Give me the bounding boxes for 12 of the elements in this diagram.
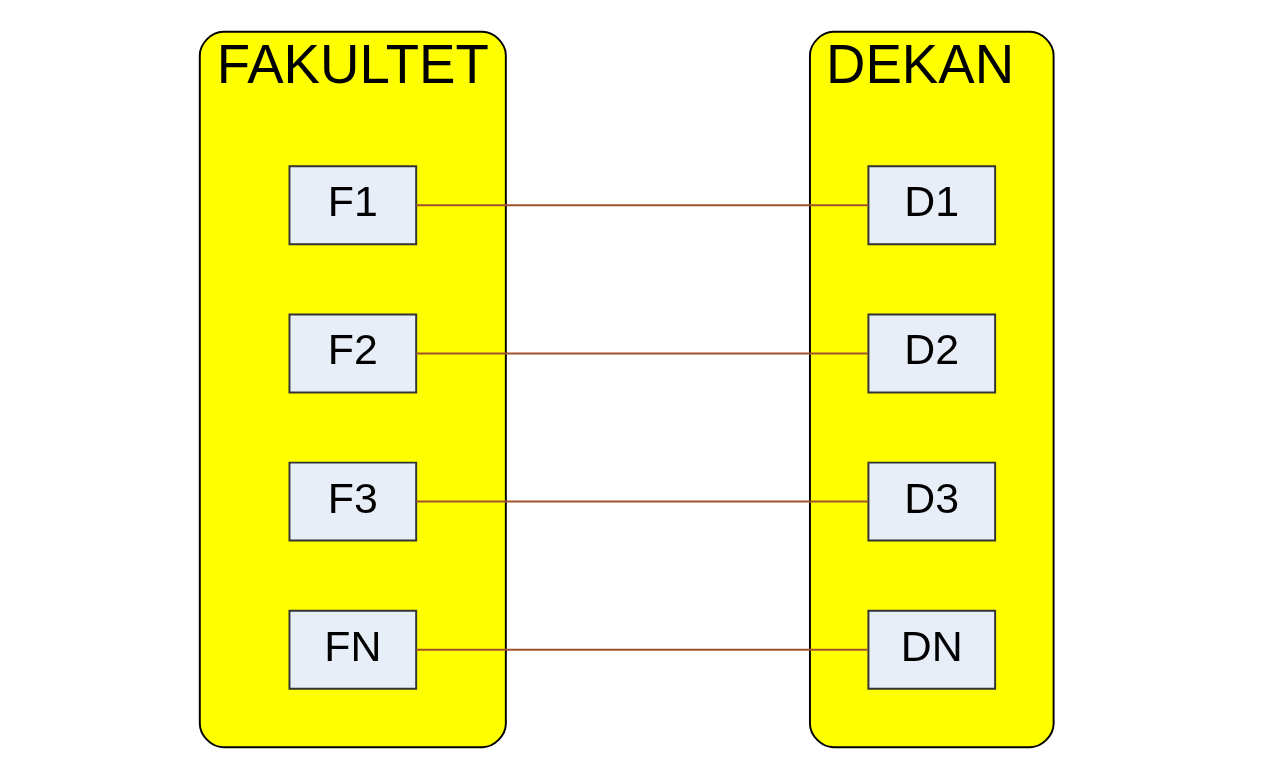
node-box: D3 — [867, 461, 997, 542]
node-box: F3 — [288, 461, 418, 542]
connector — [415, 204, 869, 207]
node-box: D1 — [867, 165, 997, 246]
node-box: FN — [288, 609, 418, 690]
node-box: F1 — [288, 165, 418, 246]
node-box: D2 — [867, 313, 997, 394]
connector — [415, 352, 869, 355]
node-box: F2 — [288, 313, 418, 394]
connector — [415, 648, 869, 651]
node-box: DN — [867, 609, 997, 690]
connector — [415, 500, 869, 503]
